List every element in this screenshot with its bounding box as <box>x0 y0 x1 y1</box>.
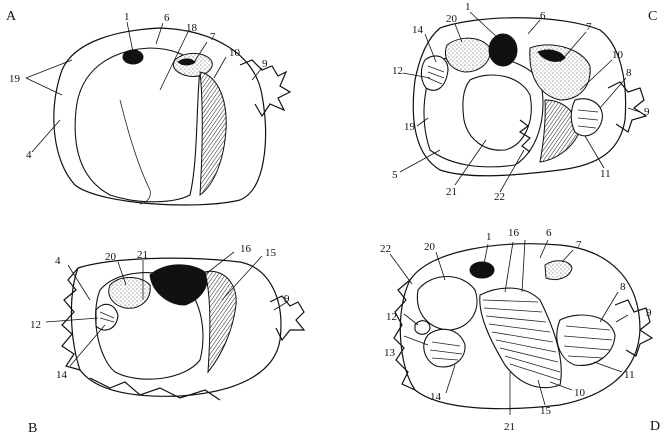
label-c-10: 10 <box>612 49 624 61</box>
panel-d-spot-1 <box>470 262 494 278</box>
panel-d-organ-12 <box>415 321 430 335</box>
label-b-4: 4 <box>55 255 61 267</box>
label-d-6: 6 <box>546 227 552 239</box>
panel-b: B 4 20 21 16 15 9 12 14 <box>28 243 304 434</box>
panel-d: D <box>380 227 660 434</box>
panel-d-organ-13 <box>424 329 465 367</box>
label-a-4: 4 <box>26 149 32 161</box>
label-a-19: 19 <box>9 73 21 85</box>
label-c-12: 12 <box>392 65 403 77</box>
panel-c-organ-8 <box>571 99 602 136</box>
label-d-16: 16 <box>508 227 520 239</box>
panel-c-letter: C <box>648 9 657 24</box>
panel-d-organ-8 <box>557 315 615 365</box>
label-b-15: 15 <box>265 247 277 259</box>
panel-a-letter: A <box>6 9 17 24</box>
panel-a: A 1 6 18 7 10 9 19 4 <box>6 9 290 205</box>
label-b-16: 16 <box>240 243 252 255</box>
label-b-9: 9 <box>284 293 290 305</box>
label-d-12: 12 <box>386 311 397 323</box>
panel-a-spot-1 <box>123 50 143 64</box>
label-d-10: 10 <box>574 387 586 399</box>
label-d-13: 13 <box>384 347 396 359</box>
label-d-14: 14 <box>430 391 442 403</box>
label-c-20: 20 <box>446 13 458 25</box>
label-d-20: 20 <box>424 241 436 253</box>
label-d-8: 8 <box>620 281 626 293</box>
label-c-9: 9 <box>644 106 650 118</box>
label-c-21: 21 <box>446 186 457 198</box>
label-c-5: 5 <box>392 169 398 181</box>
label-c-22: 22 <box>494 191 505 203</box>
panel-a-muscle-10 <box>200 72 226 195</box>
label-b-20: 20 <box>105 251 117 263</box>
label-d-21: 21 <box>504 421 515 433</box>
label-d-9: 9 <box>646 307 652 319</box>
panel-a-organ-7 <box>173 53 212 76</box>
panel-c-spot-1 <box>489 34 517 66</box>
label-c-1: 1 <box>465 1 471 13</box>
panel-c-organ-21 <box>463 75 531 150</box>
label-a-9: 9 <box>262 58 268 70</box>
panel-d-letter: D <box>650 419 660 434</box>
label-d-11: 11 <box>624 369 635 381</box>
panel-b-organ-15 <box>205 271 236 372</box>
label-a-10: 10 <box>229 47 241 59</box>
label-d-1: 1 <box>486 231 492 243</box>
label-c-11: 11 <box>600 168 611 180</box>
panel-d-organ-7 <box>545 261 572 280</box>
label-a-1: 1 <box>124 11 130 23</box>
panel-c: C 1 <box>392 1 657 203</box>
label-d-7: 7 <box>576 239 582 251</box>
label-a-6: 6 <box>164 12 170 24</box>
label-c-7: 7 <box>586 21 592 33</box>
label-a-18: 18 <box>186 22 198 34</box>
panel-d-organ-16 <box>480 288 562 388</box>
label-c-8: 8 <box>626 67 632 79</box>
label-c-14: 14 <box>412 24 424 36</box>
label-c-19: 19 <box>404 121 416 133</box>
label-c-6: 6 <box>540 10 546 22</box>
label-b-14: 14 <box>56 369 68 381</box>
label-a-7: 7 <box>210 31 216 43</box>
label-b-21: 21 <box>137 249 148 261</box>
label-b-12: 12 <box>30 319 41 331</box>
label-d-15: 15 <box>540 405 552 417</box>
panel-b-letter: B <box>28 421 37 434</box>
label-d-22: 22 <box>380 243 391 255</box>
